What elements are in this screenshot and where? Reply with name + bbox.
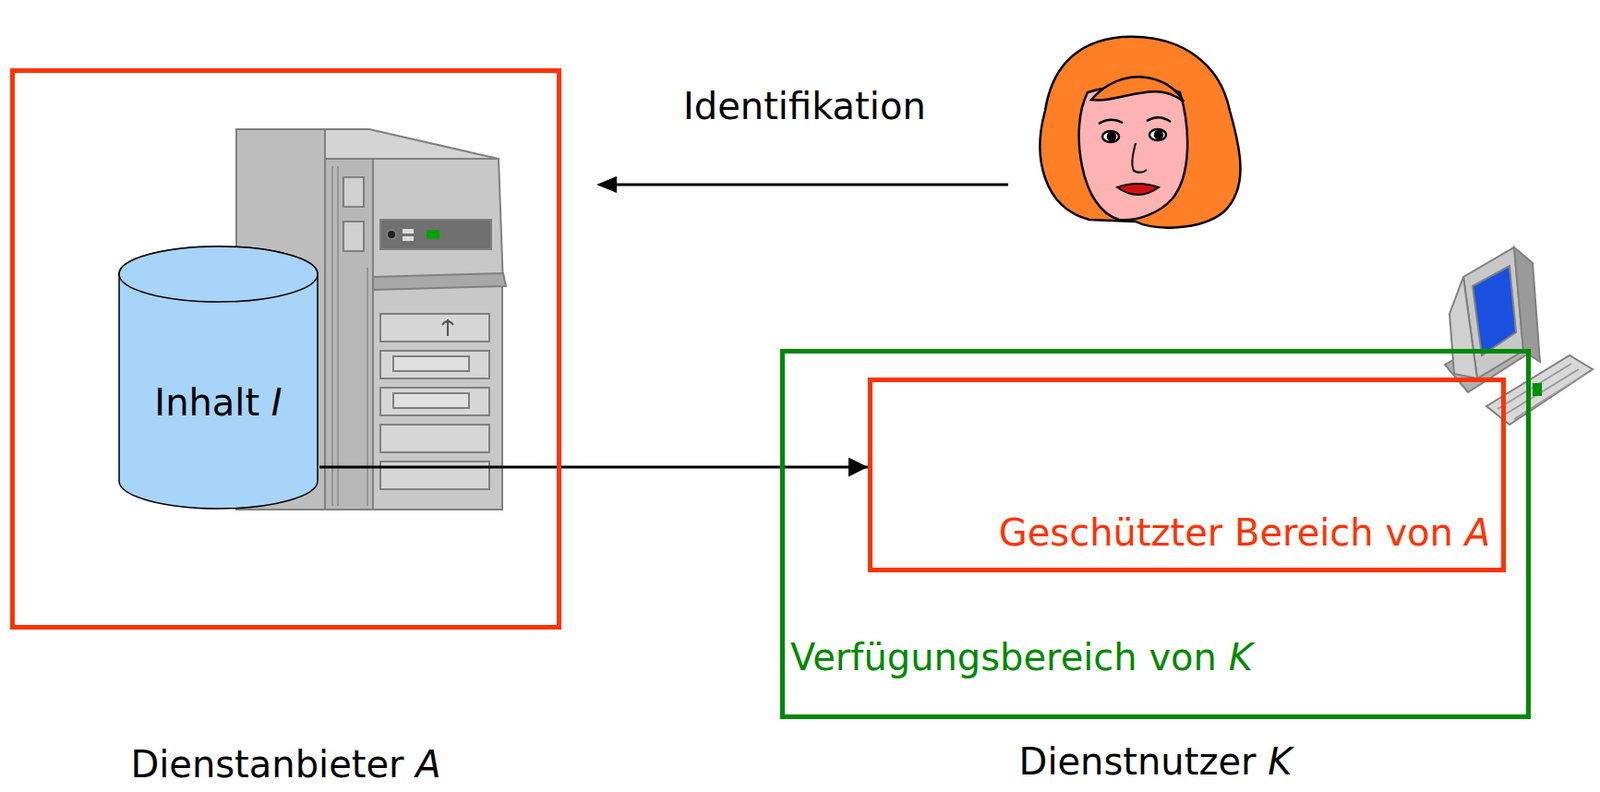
cylinder-outline bbox=[117, 244, 320, 511]
region-box: Verfügungsbereich von KDienstnutzer KGes… bbox=[780, 348, 1531, 720]
region-label: Verfügungsbereich von K bbox=[790, 636, 1253, 679]
arrow-label: Identifikation bbox=[683, 84, 927, 128]
transfer-arrow bbox=[319, 466, 868, 470]
region-label: Dienstanbieter A bbox=[14, 743, 557, 786]
side-caption: Dienstnutzer K bbox=[784, 740, 1527, 783]
region-label: Inhalt I bbox=[117, 381, 320, 424]
region-box: Geschützter Bereich von A bbox=[867, 377, 1506, 573]
region-label: Geschützter Bereich von A bbox=[998, 511, 1491, 554]
region-box: Dienstanbieter AInhalt I bbox=[10, 68, 562, 630]
database-cylinder: Inhalt I bbox=[117, 244, 320, 511]
